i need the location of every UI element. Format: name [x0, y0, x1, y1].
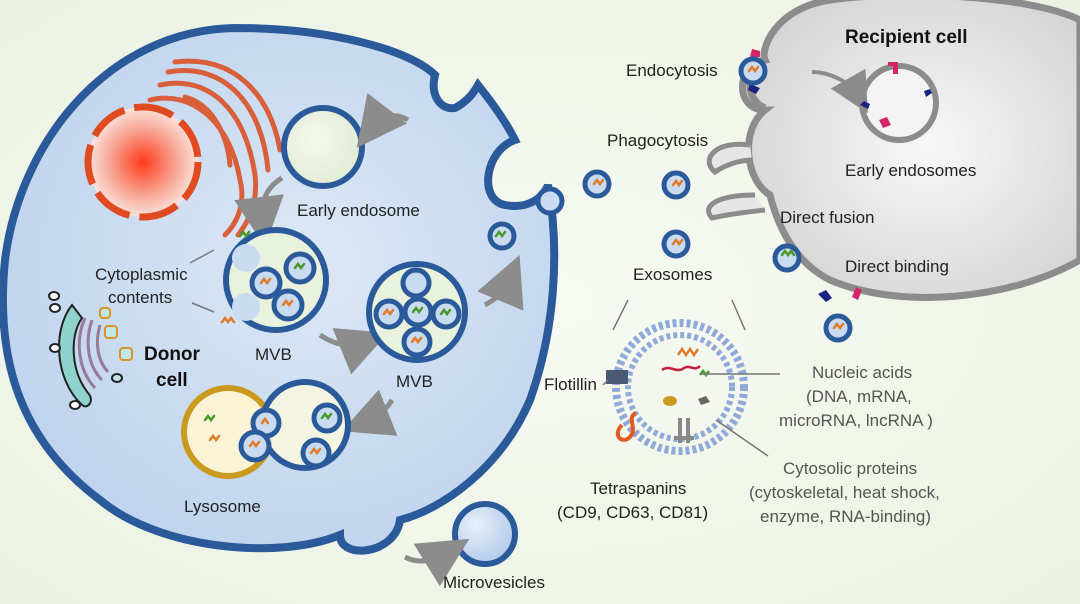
label-direct-fusion: Direct fusion	[780, 208, 874, 227]
label-tetraspanins-2: (CD9, CD63, CD81)	[557, 503, 708, 522]
label-donor-cell-1: Donor	[144, 344, 201, 365]
label-direct-binding: Direct binding	[845, 257, 949, 276]
arrow-mvb-to-lysosome	[341, 389, 398, 436]
tetraspanin-grey-icon	[674, 418, 694, 443]
leader-line	[189, 249, 215, 264]
arrow-mvb-to-membrane	[477, 254, 524, 311]
released-exosomes	[487, 56, 853, 343]
lysosome	[181, 379, 351, 479]
label-cytoplasmic-contents-2: contents	[108, 288, 172, 307]
label-early-endosomes: Early endosomes	[845, 161, 976, 180]
mvb-1	[223, 227, 329, 333]
rna-cargo	[203, 64, 845, 456]
recipient-early-endosome	[859, 63, 939, 143]
label-nucleic-acids-1: Nucleic acids	[812, 363, 912, 382]
label-mvb-2: MVB	[396, 372, 433, 391]
protein-icon	[663, 396, 677, 406]
label-cytosolic-3: enzyme, RNA-binding)	[760, 507, 931, 526]
tetraspanin-orange-icon	[615, 411, 638, 442]
label-flotillin: Flotillin	[544, 375, 597, 394]
arrow-endosome	[811, 68, 868, 114]
early-endosome	[281, 105, 365, 189]
arrow-to-early-endosome	[356, 92, 410, 148]
label-nucleic-acids-3: microRNA, lncRNA )	[779, 411, 933, 430]
exosome-composition	[602, 299, 780, 457]
recipient-cell	[706, 0, 1080, 301]
receptor-icons	[748, 49, 932, 302]
label-donor-cell-2: cell	[156, 370, 188, 391]
nucleus	[84, 103, 202, 221]
label-nucleic-acids-2: (DNA, mRNA,	[806, 387, 912, 406]
label-cytosolic-1: Cytosolic proteins	[783, 459, 917, 478]
label-microvesicles: Microvesicles	[443, 573, 545, 592]
protein-icon-grey	[698, 396, 710, 405]
mvb-2	[366, 261, 468, 363]
label-tetraspanins-1: Tetraspanins	[590, 479, 686, 498]
microvesicle	[452, 501, 518, 567]
leader-line	[191, 302, 215, 313]
label-recipient-cell: Recipient cell	[845, 27, 968, 48]
golgi-apparatus	[48, 291, 133, 410]
label-exosomes: Exosomes	[633, 265, 712, 284]
label-phagocytosis: Phagocytosis	[607, 131, 708, 150]
microrna-icon	[661, 365, 701, 372]
arrow-to-mvb	[234, 175, 284, 247]
label-cytoplasmic-contents-1: Cytoplasmic	[95, 265, 188, 284]
label-endocytosis: Endocytosis	[626, 61, 718, 80]
arrow-mvb-to-mvb	[318, 328, 389, 375]
label-early-endosome: Early endosome	[297, 201, 420, 220]
arrow-to-microvesicle	[403, 538, 470, 587]
label-lysosome: Lysosome	[184, 497, 261, 516]
label-mvb-1: MVB	[255, 345, 292, 364]
flotillin-icon	[606, 370, 628, 384]
label-cytosolic-2: (cytoskeletal, heat shock,	[749, 483, 940, 502]
